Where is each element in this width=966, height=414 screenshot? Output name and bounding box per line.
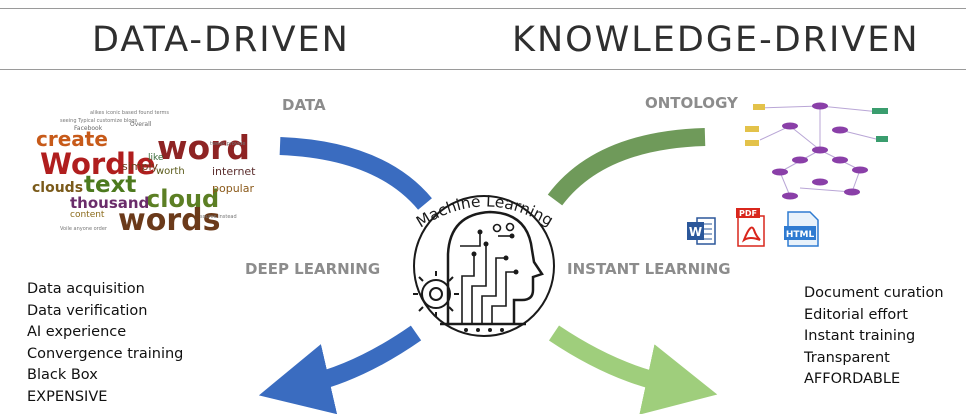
cloud-word: word [157, 128, 250, 167]
wordle-cloud-image: create Wordle word words text cloud clou… [32, 110, 256, 236]
data-driven-heading: DATA-DRIVEN [92, 20, 350, 60]
deep-learning-label: DEEP LEARNING [245, 260, 381, 278]
knowledge-driven-heading: KNOWLEDGE-DRIVEN [512, 20, 920, 60]
cloud-word: clouds [32, 180, 83, 196]
svg-text:W: W [689, 225, 702, 239]
cloud-word: Facebook [74, 125, 103, 132]
list-item: Data verification [27, 302, 148, 319]
list-item: Transparent [804, 349, 890, 366]
cloud-word: text [84, 172, 136, 198]
svg-text:Voile anyone order: Voile anyone order [60, 226, 108, 232]
word-doc-icon: W [686, 214, 716, 248]
list-item: AI experience [27, 324, 127, 340]
svg-text:alikes iconic based found term: alikes iconic based found terms [90, 110, 169, 116]
cloud-word: content [70, 210, 105, 220]
list-item: Document curation [804, 285, 944, 301]
cloud-word: cloud [146, 185, 219, 213]
instant-learning-arrow [548, 325, 718, 414]
svg-text:seeing Typical customize blogs: seeing Typical customize blogs [60, 118, 138, 124]
list-item: Instant training [804, 328, 916, 344]
svg-text:source instead: source instead [200, 214, 237, 220]
cloud-word: create [36, 127, 108, 151]
cloud-word: Wordle [40, 147, 156, 181]
cloud-word: thousand [70, 194, 149, 212]
data-arrow [279, 137, 432, 210]
list-item: EXPENSIVE [27, 388, 108, 405]
svg-text:PDF: PDF [739, 209, 757, 218]
ontology-arrow [547, 128, 706, 206]
cloud-word: internet [212, 165, 256, 178]
knowledge-driven-list: Document curation Editorial effort Insta… [804, 283, 944, 391]
list-item: Convergence training [27, 345, 184, 362]
svg-text:tweak provide: tweak provide [210, 141, 245, 147]
ontology-graph-thumbnail [745, 102, 888, 200]
ontology-label: ONTOLOGY [645, 94, 738, 112]
deep-learning-arrow [258, 325, 422, 414]
header-rule [0, 69, 966, 70]
list-item: AFFORDABLE [804, 371, 901, 387]
cloud-word: Overall [130, 121, 152, 128]
pdf-icon: PDF [736, 208, 766, 247]
cloud-word: popular [212, 182, 254, 195]
list-item: Editorial effort [804, 306, 908, 323]
list-item: Black Box [27, 367, 98, 383]
cloud-word: worth [156, 166, 185, 177]
html-icon: HTML [784, 210, 819, 247]
data-driven-list: Data acquisition Data verification AI ex… [27, 279, 183, 408]
list-item: Data acquisition [27, 281, 145, 297]
cloud-word: words [118, 203, 220, 236]
machine-learning-head-icon [413, 195, 555, 337]
cloud-word: like [148, 153, 164, 163]
top-rule [0, 8, 966, 9]
cloud-word: simply [122, 160, 159, 173]
data-label: DATA [282, 96, 326, 114]
instant-learning-label: INSTANT LEARNING [567, 260, 731, 278]
svg-text:HTML: HTML [786, 230, 815, 240]
